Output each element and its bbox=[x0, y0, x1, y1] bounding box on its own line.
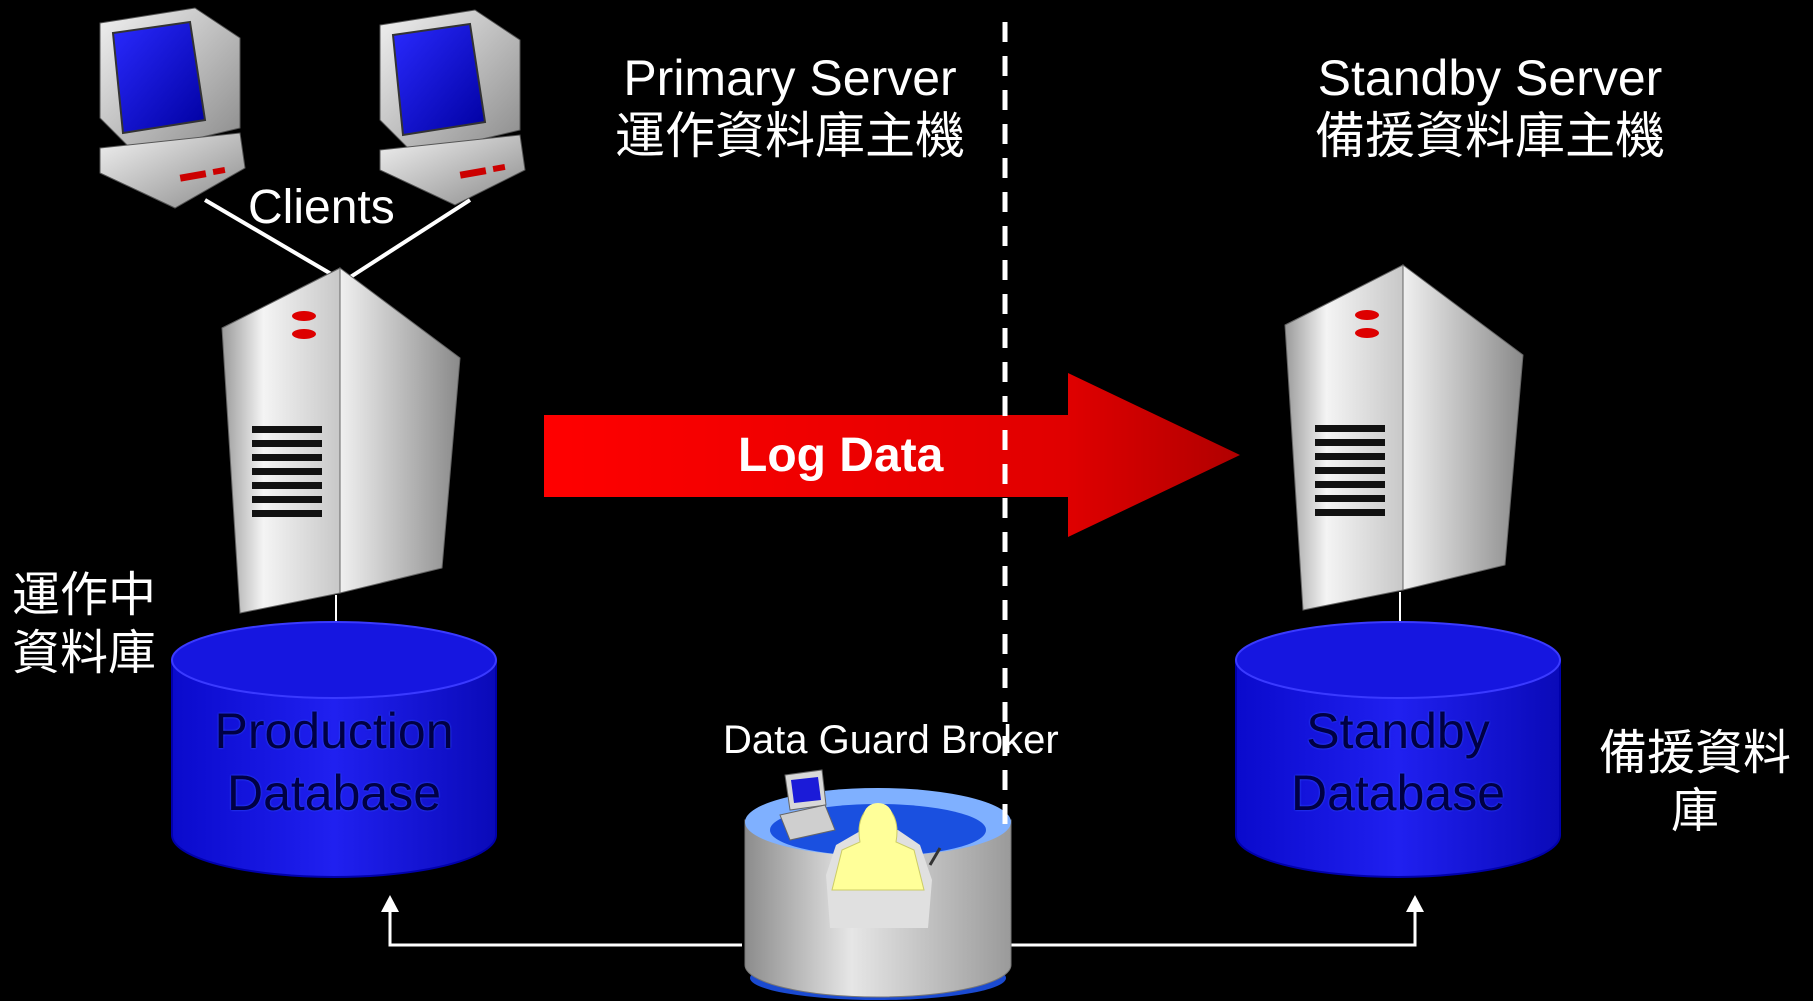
standby-server-icon bbox=[1284, 264, 1524, 611]
primary-server-label: Primary Server bbox=[623, 50, 957, 106]
production-database-icon bbox=[171, 621, 497, 878]
clients-label: Clients bbox=[248, 181, 395, 234]
client-monitor-icon-1 bbox=[99, 7, 246, 209]
production-database-label: Production Database bbox=[172, 700, 496, 824]
log-data-label: Log Data bbox=[738, 429, 944, 482]
production-db-zh-line2: 資料庫 bbox=[12, 625, 157, 681]
standby-server-label: Standby Server bbox=[1317, 50, 1663, 106]
standby-database-label: Standby Database bbox=[1236, 700, 1560, 824]
production-db-line1: Production bbox=[214, 703, 454, 759]
standby-db-zh-label: 備援資料 庫 bbox=[1585, 724, 1805, 840]
standby-server-title: Standby Server 備援資料庫主機 bbox=[1290, 50, 1690, 165]
production-db-zh-line1: 運作中 bbox=[12, 567, 157, 623]
standby-server-zh-label: 備援資料庫主機 bbox=[1315, 106, 1665, 165]
standby-db-zh-line1: 備援資料 bbox=[1598, 725, 1791, 781]
production-db-line2: Database bbox=[226, 765, 442, 821]
primary-server-title: Primary Server 運作資料庫主機 bbox=[590, 50, 990, 165]
broker-connectors bbox=[388, 905, 1417, 947]
broker-console-icon bbox=[744, 769, 1012, 1000]
client-links bbox=[203, 198, 472, 287]
log-data-arrow bbox=[544, 373, 1240, 537]
production-db-zh-label: 運作中 資料庫 bbox=[12, 566, 156, 682]
standby-db-zh-line2: 庫 bbox=[1670, 783, 1719, 839]
primary-server-icon bbox=[221, 267, 461, 614]
primary-server-zh-label: 運作資料庫主機 bbox=[615, 106, 965, 165]
standby-db-line2: Database bbox=[1290, 765, 1506, 821]
arrowhead-to-production bbox=[381, 895, 399, 912]
broker-label: Data Guard Broker bbox=[723, 718, 1059, 762]
arrowhead-to-standby bbox=[1406, 895, 1424, 912]
client-monitor-icon-2 bbox=[379, 9, 526, 206]
standby-db-line1: Standby bbox=[1306, 703, 1490, 759]
standby-database-icon bbox=[1235, 621, 1561, 878]
